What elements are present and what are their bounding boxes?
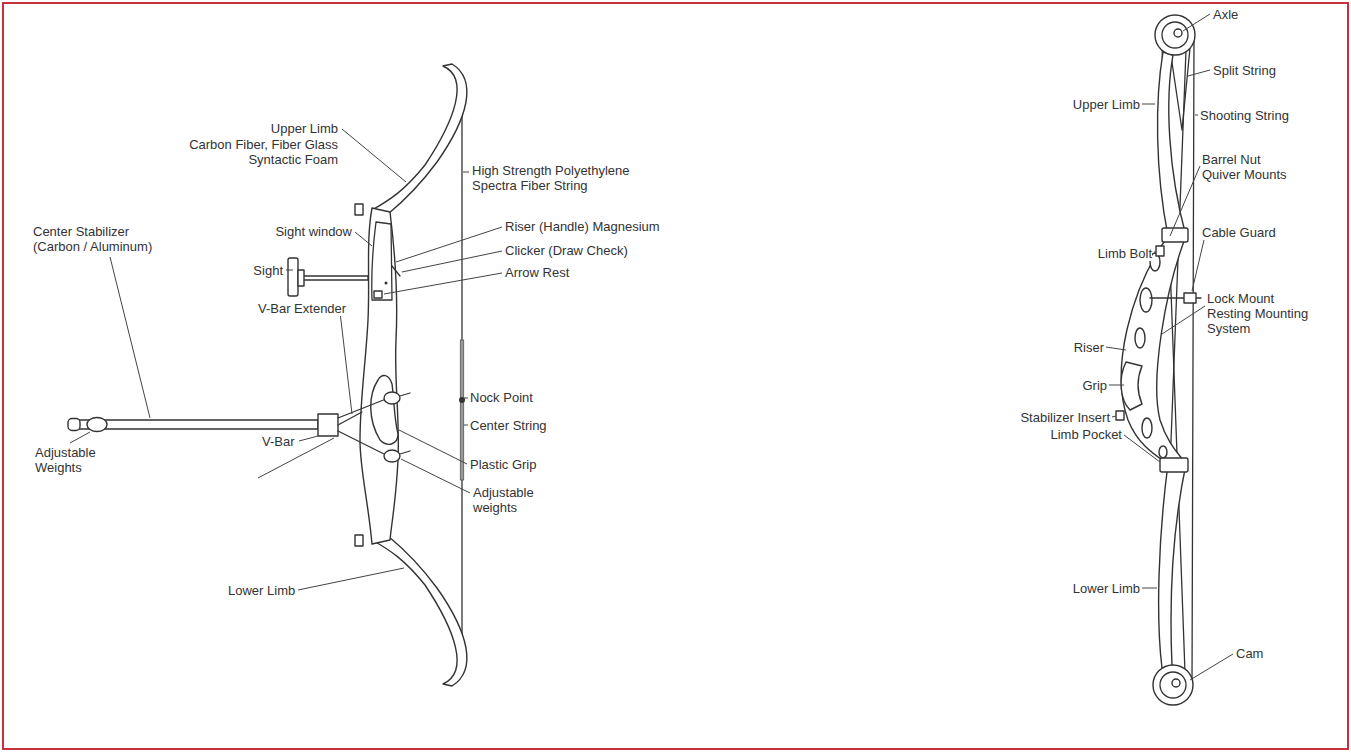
part-label: Riser (Handle) Magnesium — [505, 219, 660, 234]
part-label: Lower Limb — [1073, 581, 1140, 596]
part-label: Lower Limb — [228, 583, 295, 598]
v-bar-extenders — [338, 392, 410, 462]
lower-limb — [355, 535, 467, 686]
lower-limb — [1159, 464, 1186, 668]
part-label: Limb Pocket — [1050, 427, 1122, 442]
center-serving — [460, 340, 463, 480]
limb-pocket — [1162, 228, 1188, 242]
part-label: Center String — [470, 418, 547, 433]
part-label: V-Bar Extender — [258, 301, 346, 316]
riser — [1121, 236, 1186, 464]
leader-lines — [70, 129, 502, 590]
part-label: Upper Limb — [271, 121, 338, 136]
limb-bolt — [1156, 246, 1164, 256]
v-bar — [318, 414, 338, 436]
sight-window — [372, 222, 392, 300]
part-label: Sight — [253, 263, 283, 278]
part-label: Nock Point — [470, 390, 533, 405]
top-cam — [1155, 15, 1195, 55]
bottom-cam — [1153, 665, 1193, 705]
shooting-string — [1192, 36, 1194, 685]
part-label: Clicker (Draw Check) — [505, 243, 628, 258]
riser-cutouts — [1135, 253, 1167, 458]
recurve-bow — [68, 64, 502, 686]
part-label: Plastic Grip — [470, 457, 536, 472]
plastic-grip — [371, 375, 398, 444]
part-label: Split String — [1213, 63, 1276, 78]
part-label: Riser — [1074, 340, 1104, 355]
arrow-rest — [374, 291, 382, 298]
part-label: Shooting String — [1200, 108, 1289, 123]
part-label: Carbon Fiber, Fiber Glass Syntactic Foam — [173, 137, 338, 167]
part-label: Cam — [1236, 646, 1263, 661]
part-label: Axle — [1213, 7, 1238, 22]
cable-slide — [1184, 293, 1196, 303]
part-label: Adjustable Weights — [35, 445, 115, 475]
part-label: Cable Guard — [1202, 225, 1276, 240]
part-label: Barrel Nut Quiver Mounts — [1202, 152, 1297, 182]
part-label: Limb Bolt — [1098, 246, 1152, 261]
part-label: Stabilizer Insert — [1020, 410, 1110, 425]
part-label: Lock Mount Resting Mounting System — [1207, 291, 1315, 336]
riser — [360, 208, 398, 544]
part-label: Arrow Rest — [505, 265, 569, 280]
part-label: Sight window — [275, 224, 352, 239]
limb-pocket — [1160, 458, 1188, 472]
part-label: Grip — [1082, 378, 1107, 393]
clicker — [392, 266, 400, 276]
upper-limb — [355, 64, 467, 215]
grip — [1121, 362, 1142, 410]
frame-border — [3, 3, 1348, 749]
part-label: Adjustable weights — [473, 485, 553, 515]
part-label: Center Stabilizer (Carbon / Aluminum) — [33, 224, 163, 254]
part-label: Upper Limb — [1073, 97, 1140, 112]
center-stabilizer — [68, 414, 338, 436]
sight — [288, 258, 368, 296]
stabilizer-insert — [1116, 411, 1124, 420]
part-label: High Strength Polyethylene Spectra Fiber… — [472, 163, 657, 193]
part-label: V-Bar — [262, 434, 295, 449]
